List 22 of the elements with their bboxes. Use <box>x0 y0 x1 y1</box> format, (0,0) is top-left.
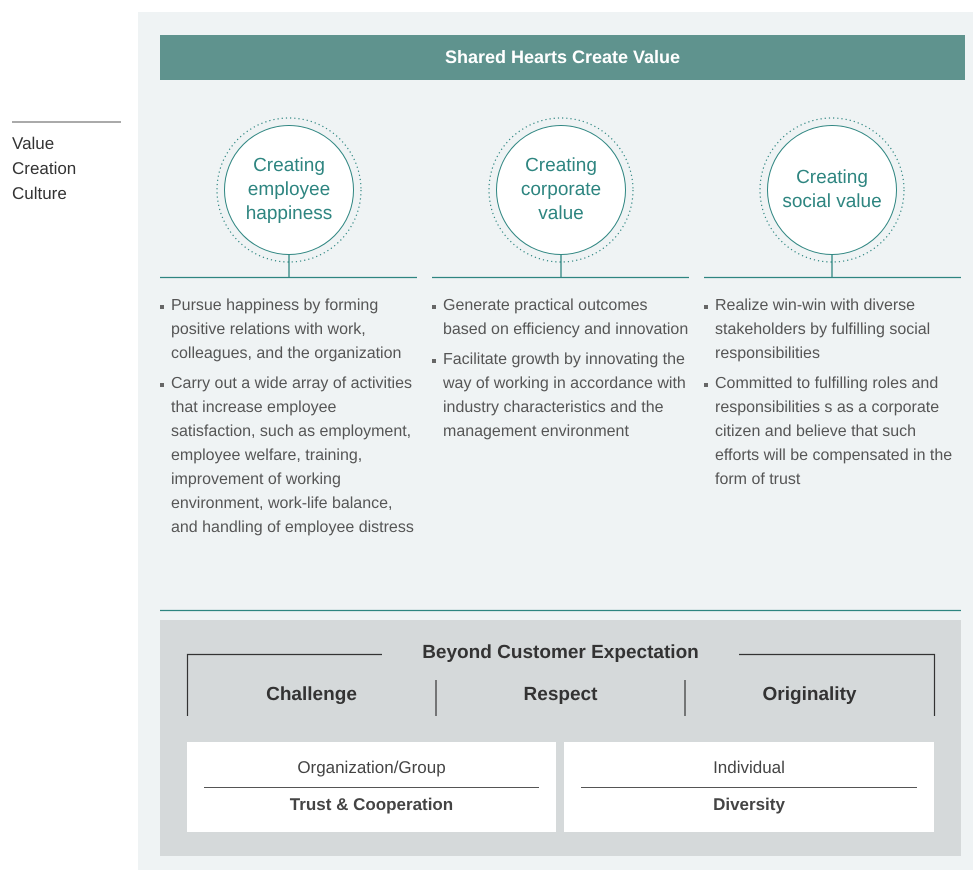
value-label: Originality <box>762 684 858 706</box>
value-text: Trust & Cooperation <box>288 795 454 815</box>
value-box <box>187 742 556 832</box>
values-panel <box>160 620 961 856</box>
circle-label: Creating corporate value <box>520 154 602 226</box>
value-text: Diversity <box>712 795 786 815</box>
bullet-text: Carry out a wide array of activities that increase employee satisfaction, such as employment, employee welfare, training, improvement of working environment, work-life balance, and handling of employee distress <box>160 372 418 540</box>
circle-label: Creating employee happiness <box>244 154 334 226</box>
value-box <box>564 742 934 832</box>
group-label: Individual <box>712 758 786 778</box>
side-label: Value Creation Culture <box>12 133 78 205</box>
value-label: Respect <box>522 684 598 706</box>
group-label: Organization/Group <box>296 758 447 778</box>
bullet-text: Generate practical outcomes based on efficiency and innovation <box>432 294 690 342</box>
bullet-text: Pursue happiness by forming positive relations with work, colleagues, and the organization <box>160 294 418 366</box>
bullet-text: Facilitate growth by innovating the way of working in accordance with industry characteristics and the management environment <box>432 348 690 444</box>
circle-label: Creating social value <box>781 166 883 214</box>
heading-text: Beyond Customer Expectation <box>421 642 700 664</box>
title-banner: Shared Hearts Create Value <box>160 35 965 80</box>
bullet-text: Committed to fulfilling roles and responsibilities s as a corporate citizen and believe that such efforts will be compensated in the form of trust <box>704 372 962 492</box>
bullet-text: Realize win-win with diverse stakeholders by fulfilling social responsibilities <box>704 294 962 366</box>
value-label: Challenge <box>265 684 358 706</box>
